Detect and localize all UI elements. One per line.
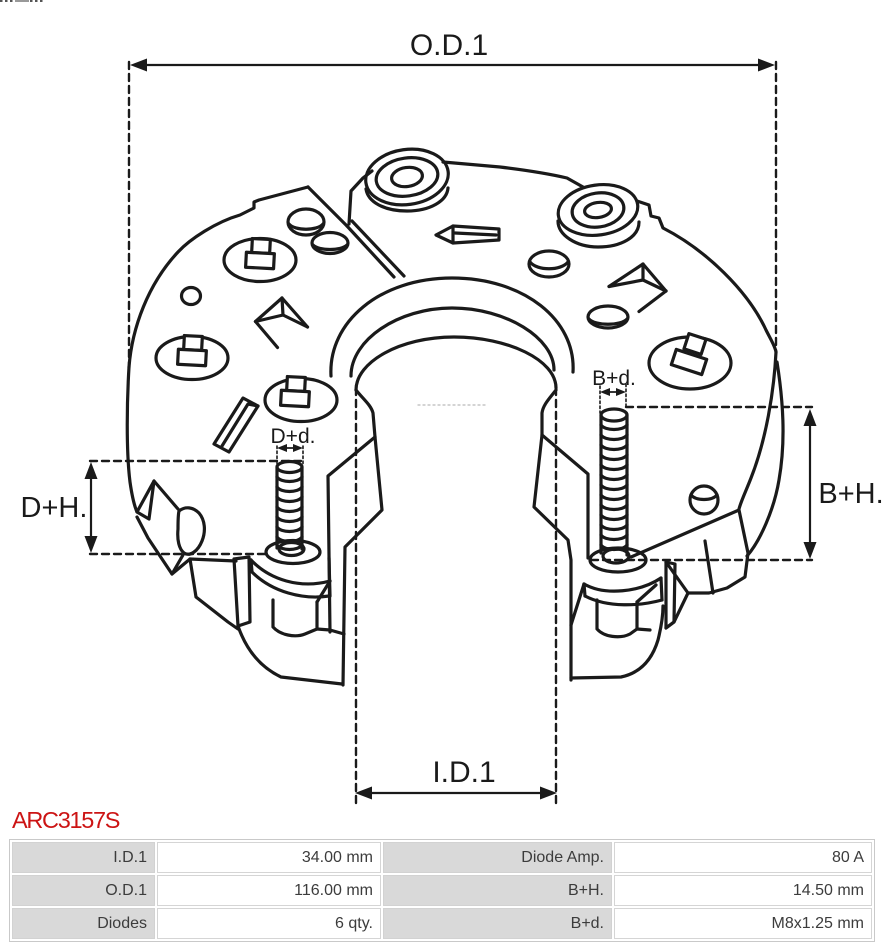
svg-text:I.D.1: I.D.1: [432, 756, 495, 789]
svg-text:D+H.: D+H.: [21, 492, 88, 524]
svg-text:D+d.: D+d.: [271, 425, 316, 448]
svg-text:B+d.: B+d.: [592, 367, 636, 390]
svg-text:B+H.: B+H.: [818, 478, 883, 510]
svg-text:O.D.1: O.D.1: [410, 29, 488, 62]
